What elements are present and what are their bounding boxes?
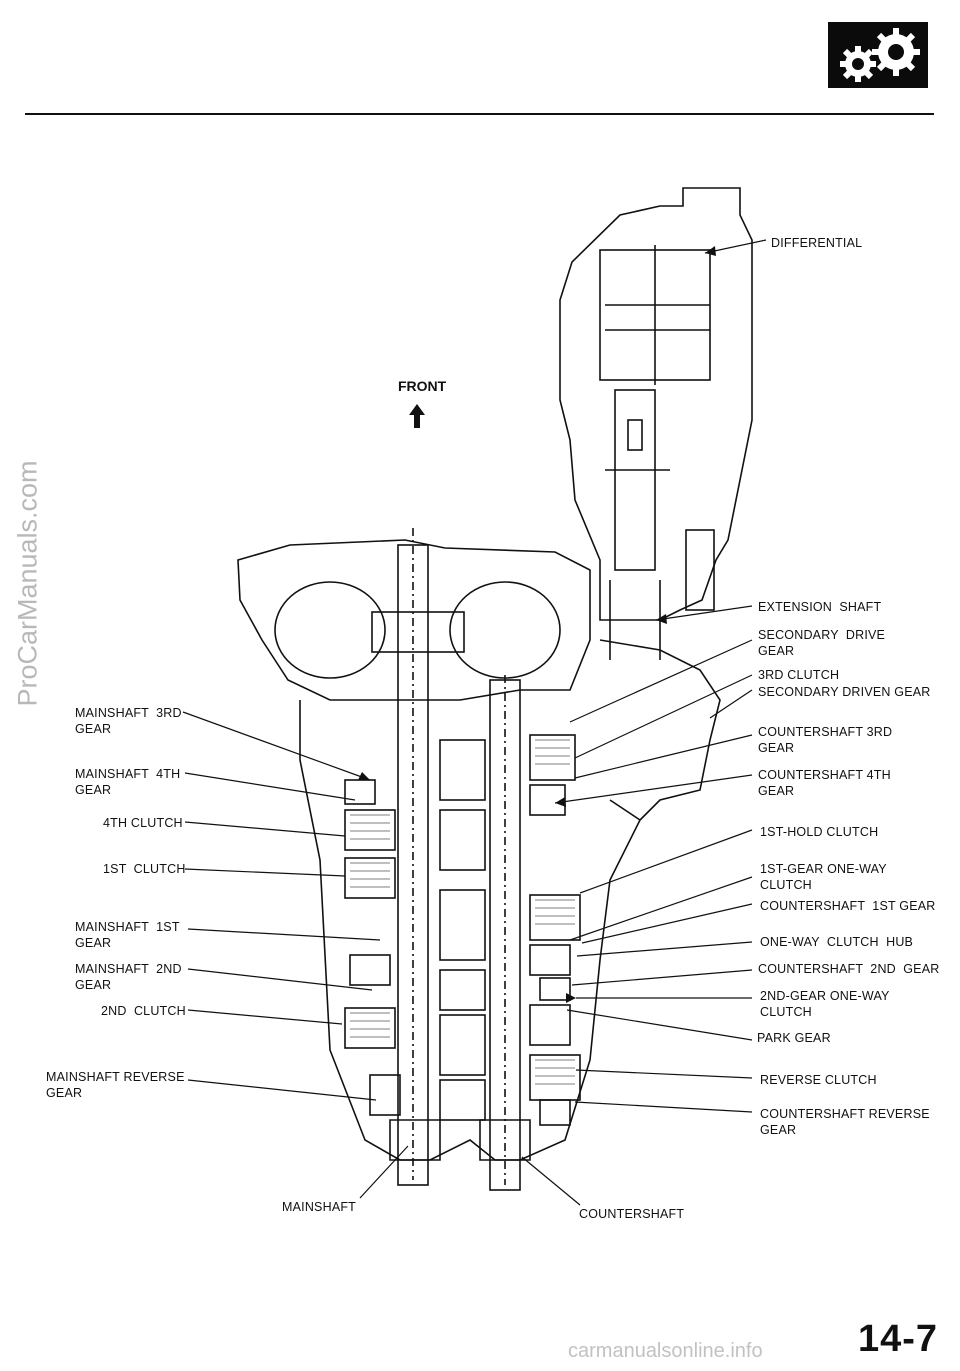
label-differential: DIFFERENTIAL bbox=[771, 236, 863, 250]
label-2nd-clutch: 2ND CLUTCH bbox=[101, 1004, 186, 1018]
label-park-gear: PARK GEAR bbox=[757, 1031, 831, 1045]
label-1st-hold-clutch: 1ST-HOLD CLUTCH bbox=[760, 825, 879, 839]
page-number: 14-7 bbox=[858, 1318, 939, 1360]
label-countershaft-reverse-gear: COUNTERSHAFT REVERSE GEAR bbox=[760, 1107, 930, 1137]
label-countershaft-1st-gear: COUNTERSHAFT 1ST GEAR bbox=[760, 899, 936, 913]
watermark-left: ProCarManuals.com bbox=[12, 460, 43, 707]
label-mainshaft-1st-gear: MAINSHAFT 1ST GEAR bbox=[75, 920, 180, 950]
label-mainshaft-2nd-gear: MAINSHAFT 2ND GEAR bbox=[75, 962, 182, 992]
label-3rd-clutch: 3RD CLUTCH bbox=[758, 668, 840, 682]
label-secondary-drive-gear: SECONDARY DRIVE GEAR bbox=[758, 628, 886, 658]
gears-icon bbox=[828, 22, 928, 88]
arrow-up-icon bbox=[409, 404, 425, 428]
label-countershaft-4th-gear: COUNTERSHAFT 4TH GEAR bbox=[758, 768, 891, 798]
label-reverse-clutch: REVERSE CLUTCH bbox=[760, 1073, 877, 1087]
label-4th-clutch: 4TH CLUTCH bbox=[103, 816, 183, 830]
label-1st-clutch: 1ST CLUTCH bbox=[103, 862, 186, 876]
label-mainshaft: MAINSHAFT bbox=[282, 1200, 357, 1214]
front-label: FRONT bbox=[398, 378, 447, 394]
label-countershaft-3rd-gear: COUNTERSHAFT 3RD GEAR bbox=[758, 725, 893, 755]
label-2nd-gear-one-way-clutch: 2ND-GEAR ONE-WAY CLUTCH bbox=[760, 989, 890, 1019]
watermark-bottom: carmanualsonline.info bbox=[568, 1340, 763, 1362]
label-one-way-clutch-hub: ONE-WAY CLUTCH HUB bbox=[760, 935, 914, 949]
label-mainshaft-4th-gear: MAINSHAFT 4TH GEAR bbox=[75, 767, 181, 797]
label-countershaft-2nd-gear: COUNTERSHAFT 2ND GEAR bbox=[758, 962, 940, 976]
label-mainshaft-3rd-gear: MAINSHAFT 3RD GEAR bbox=[75, 706, 182, 736]
label-1st-gear-one-way-clutch: 1ST-GEAR ONE-WAY CLUTCH bbox=[760, 862, 887, 892]
label-countershaft: COUNTERSHAFT bbox=[579, 1207, 685, 1221]
label-secondary-driven-gear: SECONDARY DRIVEN GEAR bbox=[758, 685, 931, 699]
label-extension-shaft: EXTENSION SHAFT bbox=[758, 600, 882, 614]
header-rule bbox=[25, 113, 934, 115]
label-mainshaft-reverse-gear: MAINSHAFT REVERSE GEAR bbox=[46, 1070, 185, 1100]
